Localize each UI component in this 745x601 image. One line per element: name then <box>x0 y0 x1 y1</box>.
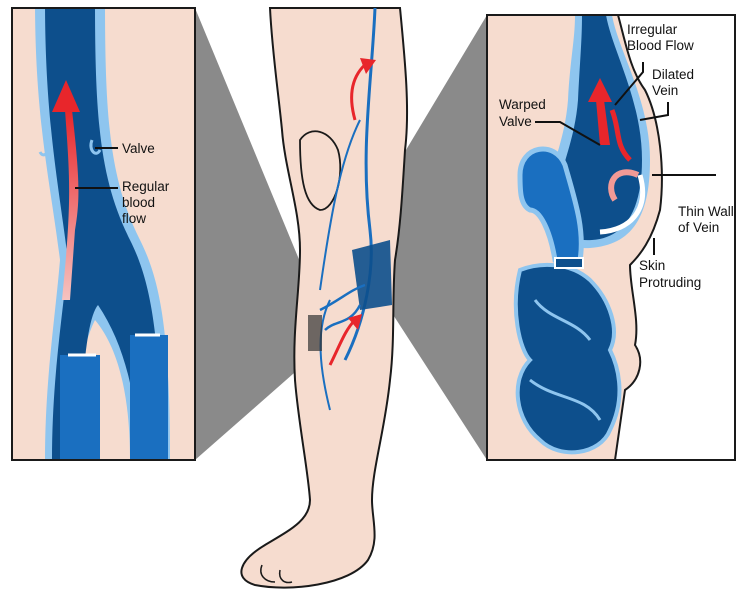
skin-protruding-label-line1: Skin <box>639 258 665 273</box>
warped-valve-label-line1: Warped <box>499 97 546 112</box>
regular-flow-label-line1: Regular <box>122 179 170 194</box>
dilated-vein-label-line1: Dilated <box>652 67 694 82</box>
thin-wall-label-line2: of Vein <box>678 220 719 235</box>
warped-valve-label-line2: Valve <box>499 114 532 129</box>
dilated-vein-label-line2: Vein <box>652 83 678 98</box>
regular-flow-label-line2: blood <box>122 195 155 210</box>
leg <box>240 7 409 589</box>
left-panel-normal-vein: Valve Regular blood flow <box>11 7 196 461</box>
right-panel-varicose-vein: Irregular Blood Flow Dilated Vein Warped… <box>486 14 736 461</box>
valve-label: Valve <box>122 141 155 156</box>
irregular-flow-label-line2: Blood Flow <box>627 38 694 53</box>
skin-protruding-label-line2: Protruding <box>639 275 701 290</box>
right-callout-cone <box>355 15 487 460</box>
regular-flow-label-line3: flow <box>122 211 146 226</box>
irregular-flow-label-line1: Irregular <box>627 22 678 37</box>
left-callout-cone <box>195 8 322 460</box>
thin-wall-label-line1: Thin Wall <box>678 204 734 219</box>
